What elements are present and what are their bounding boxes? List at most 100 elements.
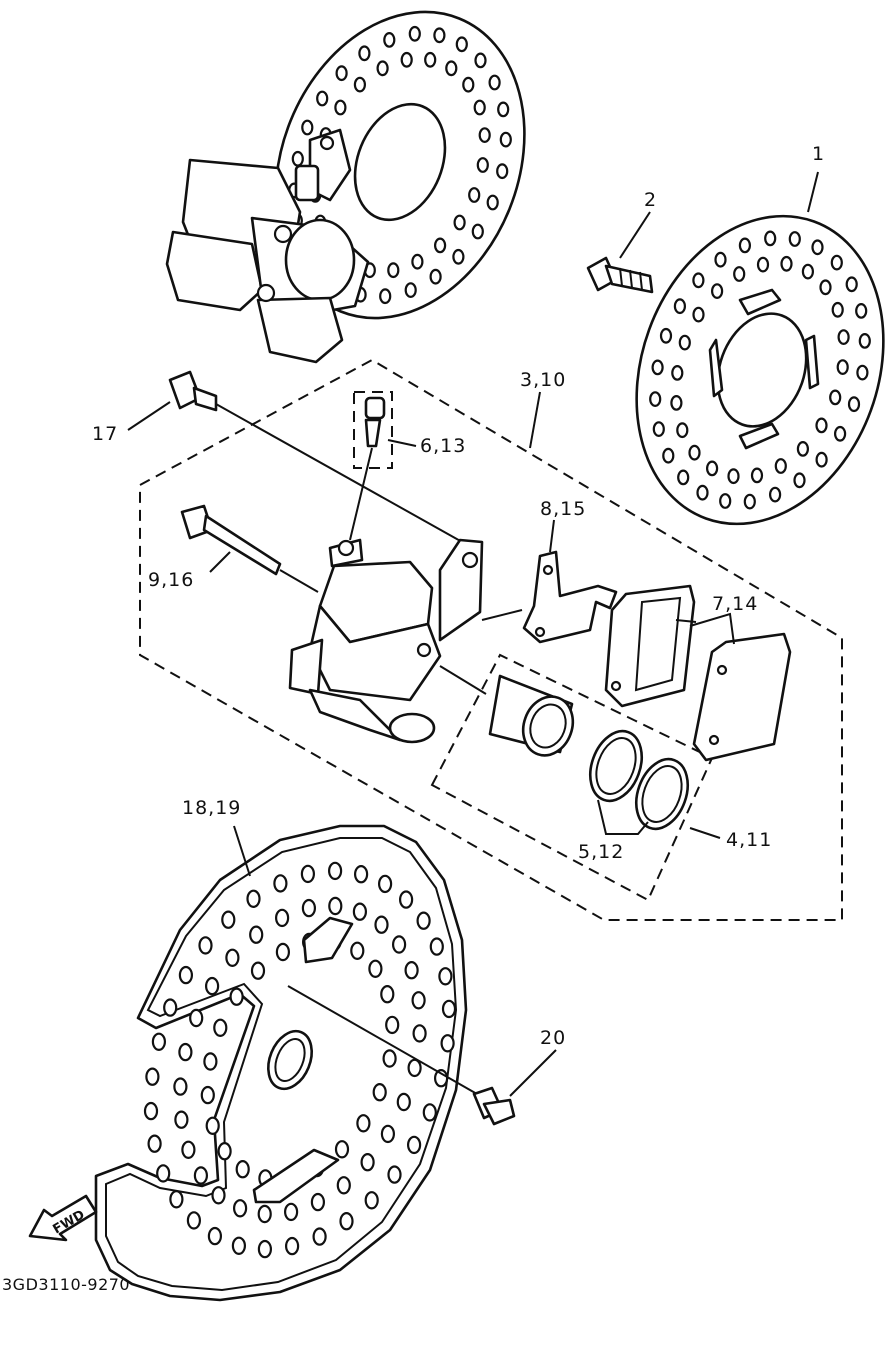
disc-hole bbox=[169, 1190, 184, 1209]
disc-hole bbox=[334, 99, 347, 116]
disc-hole bbox=[407, 1135, 422, 1155]
disc-hole bbox=[404, 282, 417, 299]
disc-hole bbox=[207, 1226, 222, 1246]
disc-hole bbox=[478, 127, 491, 144]
disc-hole bbox=[249, 925, 264, 944]
disc-hole bbox=[335, 65, 348, 82]
disc-hole bbox=[649, 391, 662, 408]
disc-hole bbox=[387, 262, 400, 279]
disc-hole bbox=[831, 301, 844, 318]
disc-hole bbox=[387, 1165, 402, 1184]
label-part-6-13: 6,13 bbox=[420, 435, 466, 457]
disc-hole bbox=[350, 941, 365, 961]
disc-hole bbox=[836, 359, 849, 376]
disc-hole bbox=[441, 999, 457, 1019]
disc-hole bbox=[733, 266, 746, 282]
disc-hole bbox=[400, 51, 413, 68]
disc-hole bbox=[476, 157, 489, 173]
disc-hole bbox=[429, 937, 444, 956]
disc-hole bbox=[328, 861, 343, 881]
disc-hole bbox=[368, 959, 383, 979]
disc-hole bbox=[670, 395, 683, 411]
disc-hole bbox=[284, 1202, 299, 1222]
disc-hole bbox=[404, 961, 419, 980]
disc-hole bbox=[856, 364, 869, 381]
disc-hole bbox=[676, 422, 689, 439]
disc-hole bbox=[360, 1152, 375, 1172]
disc-hole bbox=[688, 444, 701, 461]
forward-arrow-icon: FWD bbox=[28, 1194, 98, 1242]
disc-hole bbox=[193, 1166, 208, 1185]
disc-hole bbox=[453, 214, 466, 231]
disc-hole bbox=[659, 327, 673, 344]
disc-hole bbox=[801, 263, 815, 280]
disc-hole bbox=[229, 987, 244, 1006]
disc-hole bbox=[380, 985, 395, 1004]
caliper-bolt bbox=[168, 370, 481, 553]
disc-hole bbox=[678, 334, 691, 351]
disc-hole bbox=[205, 976, 220, 996]
disc-hole bbox=[837, 329, 850, 346]
disc-hole bbox=[652, 421, 665, 438]
disc-hole bbox=[815, 417, 828, 434]
disc-hole bbox=[221, 910, 236, 929]
disc-hole bbox=[356, 1114, 371, 1133]
disc-hole bbox=[710, 283, 724, 300]
disc-hole bbox=[677, 469, 690, 486]
brake-pad-inner bbox=[604, 584, 696, 708]
disc-hole bbox=[336, 1176, 351, 1195]
disc-hole bbox=[815, 451, 828, 468]
disc-hole bbox=[189, 1008, 204, 1028]
disc-hole bbox=[819, 279, 832, 296]
disc-hole bbox=[352, 902, 367, 921]
disc-hole bbox=[178, 965, 193, 985]
disc-hole bbox=[399, 890, 414, 909]
disc-hole bbox=[353, 76, 366, 93]
disc-hole bbox=[416, 911, 431, 930]
disc-hole bbox=[719, 493, 732, 509]
disc-hole bbox=[671, 365, 684, 381]
disc-hole bbox=[673, 298, 687, 315]
disc-hole bbox=[774, 458, 787, 474]
disc-hole bbox=[275, 942, 290, 962]
disc-hole bbox=[738, 237, 752, 254]
label-part-4-11: 4,11 bbox=[726, 829, 772, 851]
disc-hole bbox=[233, 1199, 248, 1218]
disc-hole bbox=[433, 27, 446, 44]
label-part-18-19: 18,19 bbox=[182, 797, 241, 819]
disc-hole bbox=[411, 991, 426, 1010]
disc-hole bbox=[147, 1134, 162, 1153]
disc-hole bbox=[756, 256, 770, 273]
disc-hole bbox=[354, 865, 369, 884]
label-part-1: 1 bbox=[812, 143, 825, 165]
disc-hole bbox=[424, 51, 437, 68]
disc-hole bbox=[203, 1052, 218, 1071]
pad-support bbox=[522, 550, 618, 644]
disc-cover bbox=[94, 824, 485, 1302]
label-part-20: 20 bbox=[540, 1027, 566, 1049]
disc-hole bbox=[445, 60, 458, 77]
disc-hole bbox=[434, 237, 447, 254]
disc-hole bbox=[692, 306, 705, 323]
bleed-screw bbox=[349, 391, 393, 541]
disc-hole bbox=[372, 1082, 387, 1102]
disc-hole bbox=[847, 396, 861, 413]
label-part-2: 2 bbox=[644, 189, 657, 211]
disc-hole bbox=[374, 915, 389, 934]
disc-hole bbox=[339, 1211, 354, 1231]
label-part-8-15: 8,15 bbox=[540, 498, 586, 520]
disc-hole bbox=[392, 935, 407, 954]
disc-hole bbox=[301, 119, 314, 136]
leader-lines bbox=[127, 171, 819, 1097]
disc-hole bbox=[829, 389, 842, 406]
disc-hole bbox=[301, 898, 316, 918]
disc-hole bbox=[429, 268, 442, 285]
disc-hole bbox=[200, 1085, 215, 1105]
disc-hole bbox=[358, 45, 371, 62]
disc-hole bbox=[151, 1032, 166, 1052]
disc-hole bbox=[312, 1227, 327, 1246]
disc-hole bbox=[486, 194, 499, 211]
disc-hole bbox=[217, 1141, 232, 1161]
brake-disc bbox=[635, 214, 885, 526]
